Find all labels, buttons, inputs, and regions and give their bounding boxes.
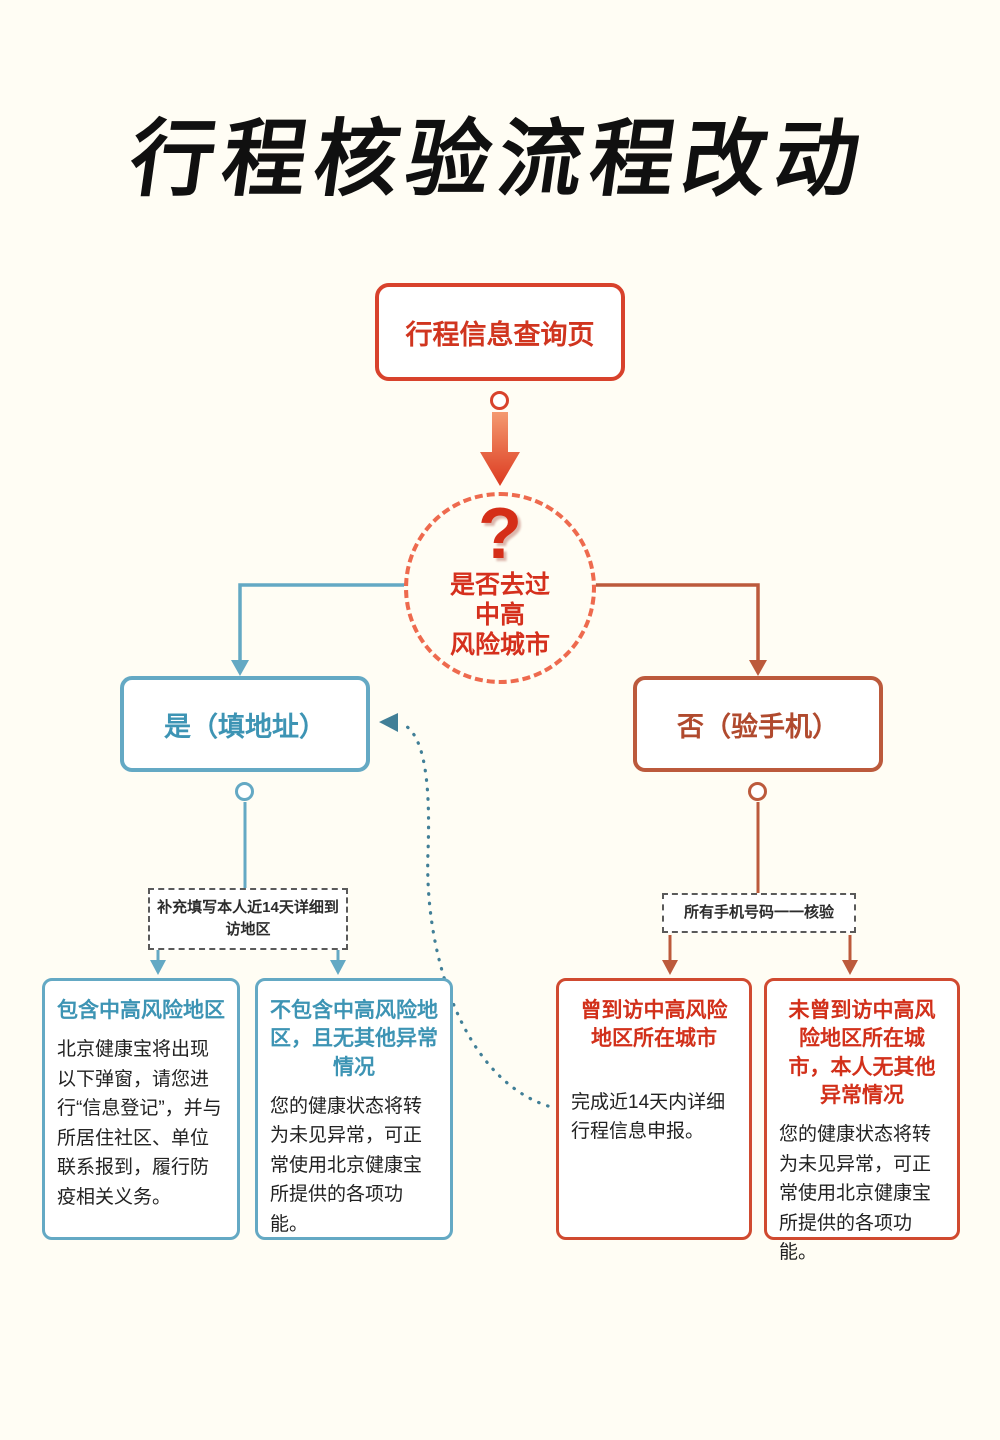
outcome-title: 曾到访中高风险地区所在城市 [580, 999, 728, 1051]
feedback-arrowhead [379, 713, 398, 732]
decision-node: ? 是否去过 中高 风险城市 [404, 492, 596, 684]
yes-outcome1-arrowhead [150, 960, 166, 975]
outcome-body: 您的健康状态将转为未见异常，可正常使用北京健康宝所提供的各项功能。 [270, 1096, 423, 1235]
decision-line-2: 中高 [474, 601, 525, 629]
no-outcome1-arrowhead [662, 960, 678, 975]
outcome-box-visited-risk-city: 曾到访中高风险地区所在城市 完成近14天内详细行程信息申报。 [556, 978, 752, 1240]
start-node-label: 行程信息查询页 [405, 319, 595, 350]
outcome-title: 包含中高风险地区 [57, 999, 225, 1022]
outcome-title: 未曾到访中高风险地区所在城市，本人无其他异常情况 [788, 999, 936, 1108]
decision-line-3: 风险城市 [449, 631, 550, 659]
outcome-body: 您的健康状态将转为未见异常，可正常使用北京健康宝所提供的各项功能。 [779, 1124, 932, 1264]
decision-to-no-line [593, 583, 760, 662]
outcome-box-not-visited-risk-city: 未曾到访中高风险地区所在城市，本人无其他异常情况 您的健康状态将转为未见异常，可… [764, 978, 960, 1263]
yes-arrowhead [231, 660, 249, 676]
yes-branch-label: 是（填地址） [164, 711, 326, 742]
question-mark-icon: ? [478, 494, 522, 574]
decision-to-yes-line [238, 583, 407, 662]
no-branch-node: 否（验手机） [633, 676, 883, 772]
outcome-body: 完成近14天内详细行程信息申报。 [571, 1091, 726, 1143]
no-branch-condition: 所有手机号码一一核验 [662, 893, 856, 933]
yes-branch-node: 是（填地址） [120, 676, 370, 772]
outcome-body: 北京健康宝将出现以下弹窗，请您进行“信息登记”，并与所居住社区、单位联系报到，履… [57, 1039, 222, 1208]
yes-outcome2-arrowhead [330, 960, 346, 975]
decision-line-1: 是否去过 [449, 571, 550, 599]
decision-label: 是否去过 中高 风险城市 [450, 570, 550, 660]
connector-dot-start [490, 391, 509, 410]
outcome-title: 不包含中高风险地区，且无其他异常情况 [270, 999, 438, 1079]
connector-dot-yes [235, 782, 254, 801]
outcome-box-include-risk-area: 包含中高风险地区 北京健康宝将出现以下弹窗，请您进行“信息登记”，并与所居住社区… [42, 978, 240, 1240]
start-node: 行程信息查询页 [375, 283, 625, 381]
outcome-box-no-risk-area: 不包含中高风险地区，且无其他异常情况 您的健康状态将转为未见异常，可正常使用北京… [255, 978, 453, 1240]
no-arrowhead [749, 660, 767, 676]
no-branch-label: 否（验手机） [677, 711, 839, 742]
start-to-decision-arrow [480, 412, 520, 486]
yes-branch-condition: 补充填写本人近14天详细到访地区 [148, 888, 348, 950]
connector-dot-no [748, 782, 767, 801]
no-outcome2-arrowhead [842, 960, 858, 975]
